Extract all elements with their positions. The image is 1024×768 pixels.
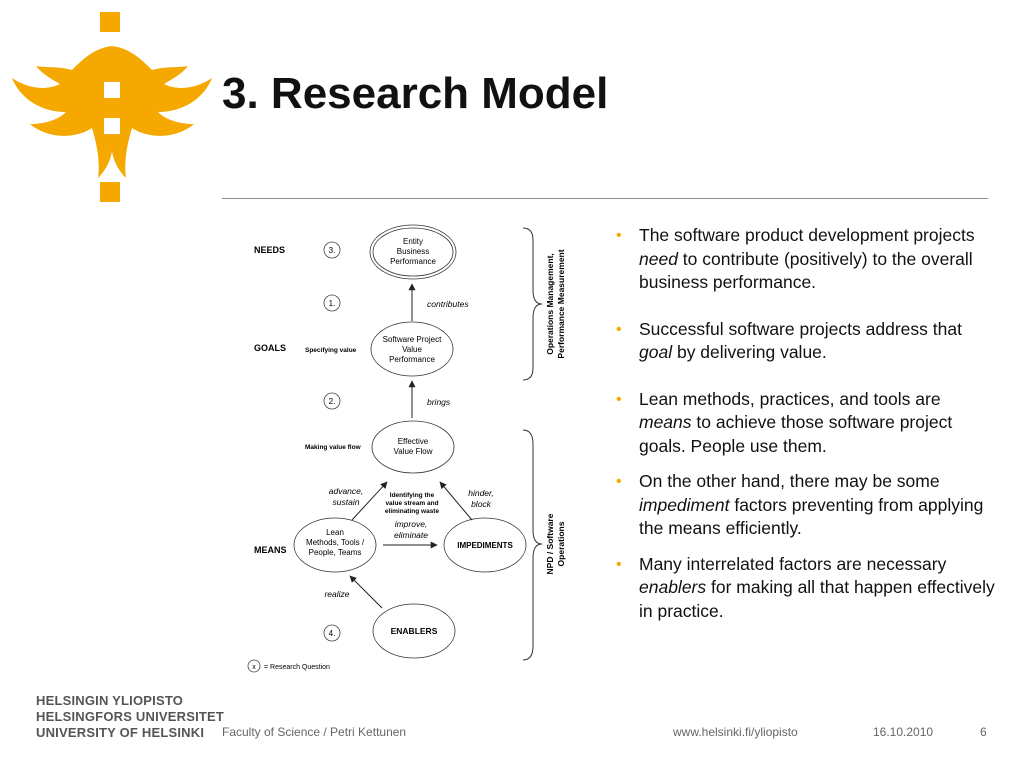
svg-text:Value Flow: Value Flow (394, 447, 433, 456)
university-name-finnish: HELSINGIN YLIOPISTO (36, 693, 184, 708)
label-identifying-value-stream: Identifying the value stream and elimina… (385, 492, 440, 515)
bullet-dot: • (616, 473, 622, 490)
question-marker-1: 1. (323, 294, 341, 312)
level-goals: GOALS (254, 343, 286, 353)
svg-text:Methods, Tools /: Methods, Tools / (306, 538, 365, 547)
svg-text:eliminating waste: eliminating waste (385, 508, 440, 515)
svg-text:Entity: Entity (403, 237, 423, 246)
legend-research-question: x = Research Question (247, 659, 330, 673)
svg-text:advance,: advance, (329, 486, 364, 496)
svg-text:Performance Measurement: Performance Measurement (556, 249, 566, 358)
svg-text:2.: 2. (329, 397, 336, 406)
svg-text:x: x (252, 664, 256, 671)
svg-text:3.: 3. (329, 246, 336, 255)
svg-text:improve,: improve, (395, 519, 428, 529)
bullet-item: • On the other hand, there may be some i… (616, 471, 984, 538)
logo-dot-upper (104, 82, 120, 98)
bullet-dot: • (616, 227, 622, 244)
research-model-diagram: NEEDS GOALS MEANS 3. 1. 2. 4. Entity Bus… (247, 224, 566, 673)
title-divider (222, 198, 988, 199)
svg-text:sustain: sustain (333, 497, 360, 507)
label-improve-eliminate: improve, eliminate (394, 519, 428, 540)
svg-text:People, Teams: People, Teams (309, 548, 362, 557)
svg-text:Operations: Operations (556, 521, 566, 566)
arrow-realize (349, 575, 383, 609)
svg-text:1.: 1. (329, 299, 336, 308)
bullet-item: • The software product development proje… (616, 225, 975, 292)
svg-text:Business: Business (397, 247, 429, 256)
bullet-dot: • (616, 555, 622, 573)
label-advance-sustain: advance, sustain (329, 486, 364, 507)
question-marker-3: 3. (323, 241, 341, 259)
node-lean-methods: Lean Methods, Tools / People, Teams (293, 517, 377, 573)
bullet-item: • Many interrelated factors are necessar… (616, 553, 995, 621)
university-flame-logo (12, 12, 212, 202)
svg-text:NPD / Software: NPD / Software (545, 513, 555, 574)
logo-top-square (100, 12, 120, 32)
bullet-item: • Successful software projects address t… (616, 318, 962, 363)
label-realize: realize (324, 589, 349, 599)
arrow-advance (351, 481, 388, 521)
svg-text:value stream and: value stream and (385, 500, 438, 507)
svg-text:Effective: Effective (398, 437, 429, 446)
footer-author: Faculty of Science / Petri Kettunen (222, 725, 407, 739)
svg-text:= Research Question: = Research Question (264, 664, 330, 671)
level-needs: NEEDS (254, 245, 285, 255)
level-means: MEANS (254, 545, 287, 555)
logo-bottom-square (100, 182, 120, 202)
svg-text:block: block (471, 499, 492, 509)
university-name-english: UNIVERSITY OF HELSINKI (36, 725, 205, 740)
svg-text:Performance: Performance (389, 355, 435, 364)
svg-text:hinder,: hinder, (468, 488, 494, 498)
slide-title: 3. Research Model (222, 69, 609, 118)
svg-text:ENABLERS: ENABLERS (391, 626, 438, 636)
bracket-operations-management (522, 227, 543, 381)
label-specifying-value: Specifying value (305, 347, 357, 354)
node-impediments: IMPEDIMENTS (443, 517, 527, 573)
bullet-item: • Lean methods, practices, and tools are… (616, 388, 953, 456)
node-enablers: ENABLERS (372, 603, 456, 659)
svg-text:Performance: Performance (390, 257, 436, 266)
footer-url: www.helsinki.fi/yliopisto (673, 725, 798, 739)
label-making-value-flow: Making value flow (305, 444, 362, 451)
node-software-project-value: Software Project Value Performance (370, 321, 454, 377)
label-brings: brings (427, 397, 451, 407)
bullet-dot: • (616, 320, 622, 338)
bullet-dot: • (616, 390, 622, 408)
node-effective-value-flow: Effective Value Flow (371, 420, 455, 474)
label-contributes: contributes (427, 299, 469, 309)
svg-text:Lean: Lean (326, 528, 344, 537)
svg-text:IMPEDIMENTS: IMPEDIMENTS (457, 541, 513, 550)
label-hinder-block: hinder, block (468, 488, 494, 509)
footer-page-number: 6 (980, 725, 987, 739)
bracket-npd-operations (522, 429, 543, 661)
question-marker-4: 4. (323, 624, 341, 642)
question-marker-2: 2. (323, 392, 341, 410)
svg-text:Operations Management,: Operations Management, (545, 253, 555, 355)
bullet-list: • The software product development proje… (616, 224, 996, 623)
bracket-label-operations-management: Operations Management, Performance Measu… (545, 249, 566, 358)
arrow-hinder (439, 481, 473, 521)
bracket-label-npd-operations: NPD / Software Operations (545, 513, 566, 574)
logo-dot-lower (104, 118, 120, 134)
svg-text:Software Project: Software Project (383, 335, 442, 344)
logo-flame-right (111, 46, 212, 178)
logo-flame-left (12, 46, 113, 178)
footer-date: 16.10.2010 (873, 725, 934, 739)
university-name-swedish: HELSINGFORS UNIVERSITET (36, 709, 225, 724)
svg-text:eliminate: eliminate (394, 530, 428, 540)
svg-text:Identifying the: Identifying the (390, 492, 435, 499)
node-entity-business-performance: Entity Business Performance (369, 224, 457, 280)
svg-text:4.: 4. (329, 629, 336, 638)
svg-text:Value: Value (402, 345, 422, 354)
